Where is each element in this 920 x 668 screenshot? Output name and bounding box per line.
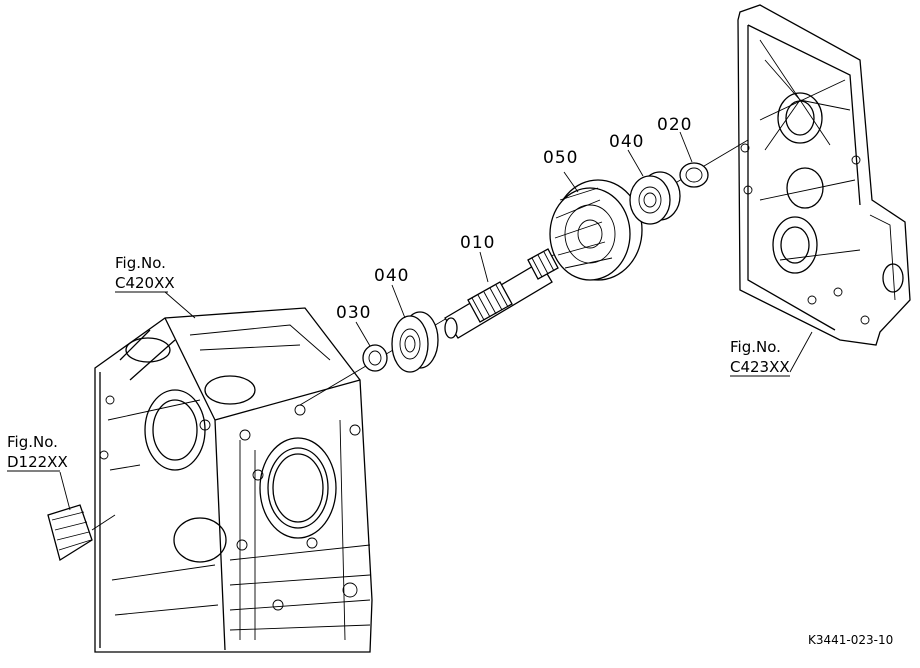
drawing-code: K3441-023-10 [808,633,893,647]
fig-ref-c423-line2: C423XX [730,358,790,376]
part-label-030: 030 [336,303,371,323]
bearing-040-left [391,311,439,373]
collar-020 [679,162,709,188]
part-label-040-left: 040 [374,266,409,286]
fig-ref-c420-line2: C420XX [115,274,175,292]
fig-ref-d122-line2: D122XX [7,453,68,471]
part-label-050: 050 [543,148,578,168]
collar-030 [362,344,388,372]
bearing-040-right [629,171,681,225]
fig-ref-c423-line1: Fig.No. [730,338,781,356]
fig-ref-c420-line1: Fig.No. [115,254,166,272]
part-label-010: 010 [460,233,495,253]
leader-lines [59,131,813,511]
part-label-040-right: 040 [609,132,644,152]
bevel-pinion [47,504,116,562]
fig-ref-d122-line1: Fig.No. [7,433,58,451]
transmission-cover-right [737,4,911,346]
transmission-case-left [94,307,373,653]
shaft-010 [444,248,559,339]
part-label-020: 020 [657,115,692,135]
gear-050 [549,179,643,281]
